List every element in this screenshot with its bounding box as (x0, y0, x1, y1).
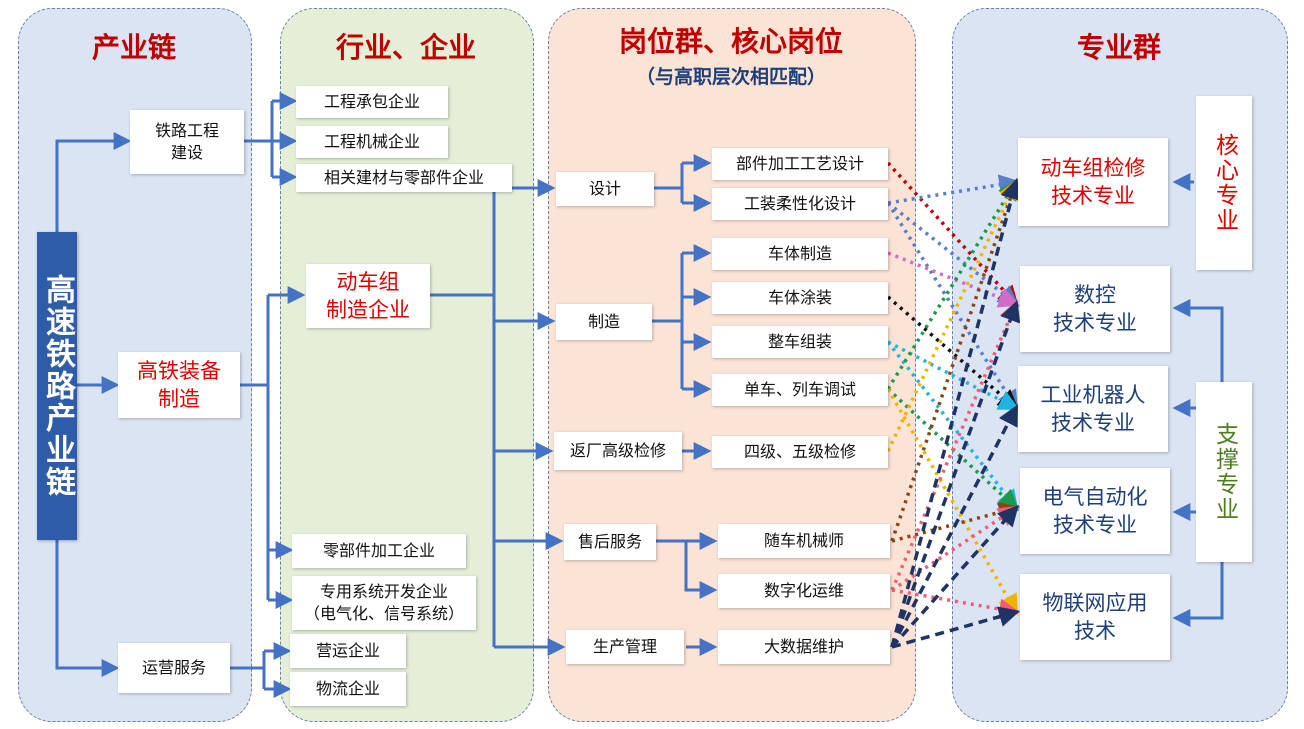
chain-title: 产业链 (91, 31, 176, 64)
major-robotics: 工业机器人 技术专业 (1018, 366, 1168, 452)
positions-title: 岗位群、核心岗位 (618, 25, 843, 58)
major-automation: 电气自动化 技术专业 (1020, 468, 1170, 554)
core-major-label: 核心专业 (1196, 96, 1252, 270)
operation-service: 运营服务 (118, 643, 230, 693)
materials-parts-enterprise: 相关建材与零部件企业 (296, 164, 512, 192)
system-development-enterprise: 专用系统开发企业 （电气化、信号系统） (292, 576, 476, 630)
group-manufacture: 制造 (556, 304, 652, 340)
major-emu-maintenance: 动车组检修 技术专业 (1018, 138, 1168, 226)
position-overhaul: 四级、五级检修 (712, 436, 888, 468)
support-major-label: 支撑专业 (1196, 382, 1252, 562)
group-overhaul: 返厂高级检修 (554, 432, 682, 470)
position-mechanic: 随车机械师 (718, 524, 890, 558)
parts-processing-enterprise: 零部件加工企业 (292, 534, 466, 568)
engineering-machinery-enterprise: 工程机械企业 (296, 126, 448, 158)
emu-manufacturing-enterprise: 动车组 制造企业 (306, 264, 430, 328)
major-iot: 物联网应用 技术 (1020, 574, 1170, 660)
majors-title: 专业群 (1076, 31, 1161, 64)
transport-operation-enterprise: 营运企业 (290, 634, 406, 668)
position-bigdata: 大数据维护 (718, 630, 890, 664)
engineering-contract-enterprise: 工程承包企业 (296, 86, 448, 118)
positions-subtitle: （与高职层次相匹配） (635, 66, 826, 88)
logistics-enterprise: 物流企业 (290, 672, 406, 706)
position-digital-om: 数字化运维 (718, 574, 890, 608)
position-body-painting: 车体涂装 (712, 282, 888, 314)
group-production: 生产管理 (566, 630, 684, 664)
group-design: 设计 (556, 172, 654, 206)
major-cnc: 数控 技术专业 (1020, 266, 1170, 352)
position-assembly: 整车组装 (712, 326, 888, 358)
position-debugging: 单车、列车调试 (712, 374, 888, 406)
group-aftersales: 售后服务 (564, 524, 656, 560)
industry-title: 行业、企业 (335, 31, 476, 64)
position-process-design: 部件加工工艺设计 (712, 148, 888, 180)
position-fixture-design: 工装柔性化设计 (712, 188, 888, 220)
position-body-manufacture: 车体制造 (712, 238, 888, 270)
high-speed-railway-chain: 高速铁路产业链 (37, 232, 77, 540)
railway-construction: 铁路工程 建设 (130, 110, 244, 174)
equipment-manufacturing: 高铁装备 制造 (118, 352, 240, 418)
